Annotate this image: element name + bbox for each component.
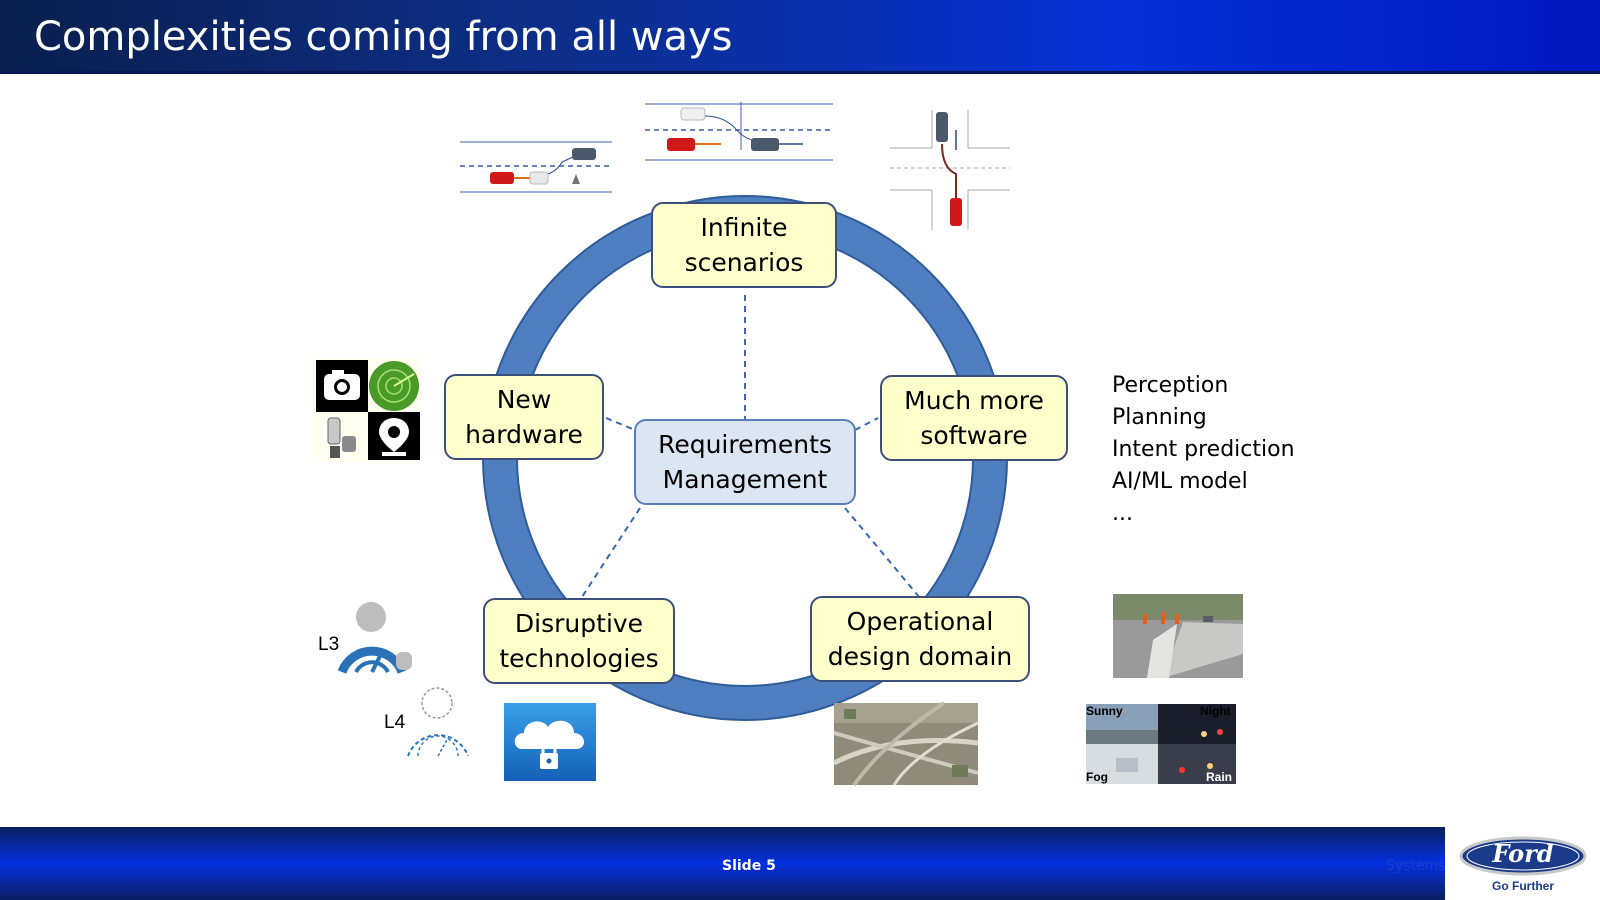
- footer-faint-text: Systems: [1386, 858, 1446, 874]
- lidar-icon: [327, 417, 356, 458]
- node-left-line1: New: [496, 385, 552, 414]
- car-scenario-icon: [890, 110, 1010, 230]
- software-item: Intent prediction: [1112, 437, 1295, 462]
- node-infinite-scenarios: Infinite scenarios: [651, 202, 837, 288]
- driver-l4-icon: [407, 687, 469, 757]
- car-scenario-icon: [645, 102, 833, 161]
- radar-icon: [369, 361, 419, 411]
- weather-fog-label: Fog: [1086, 770, 1108, 784]
- node-br-line1: Operational: [846, 607, 994, 636]
- software-item: Planning: [1112, 405, 1207, 430]
- node-right-line2: software: [920, 421, 1028, 450]
- node-br-line2: design domain: [827, 642, 1013, 671]
- slide-title: Complexities coming from all ways: [34, 14, 733, 60]
- weather-sunny-label: Sunny: [1086, 704, 1123, 718]
- node-operational-design-domain: Operational design domain: [810, 596, 1030, 682]
- car-scenario-icon: [460, 141, 612, 193]
- level-l3-label: L3: [318, 634, 340, 655]
- weather-grid-photo: [1086, 704, 1236, 784]
- center-line1: Requirements: [658, 430, 832, 459]
- software-item: Perception: [1112, 373, 1229, 398]
- title-bar: Complexities coming from all ways: [0, 0, 1600, 74]
- node-much-more-software: Much more software: [880, 375, 1068, 461]
- footer-bar: [0, 827, 1445, 900]
- node-new-hardware: New hardware: [444, 374, 604, 460]
- weather-night-label: Night: [1200, 704, 1231, 718]
- cloud-lock-icon: [504, 703, 596, 781]
- node-right-line1: Much more: [904, 386, 1044, 415]
- level-l4-label: L4: [384, 712, 406, 733]
- weather-rain-label: Rain: [1206, 770, 1233, 784]
- logo-tagline: Go Further: [1492, 879, 1554, 893]
- software-item: AI/ML model: [1112, 469, 1248, 494]
- node-bl-line2: technologies: [499, 644, 659, 673]
- highway-photo: [832, 701, 979, 787]
- center-line2: Management: [662, 465, 828, 494]
- node-bl-line1: Disruptive: [514, 609, 644, 638]
- node-top-line2: scenarios: [684, 248, 804, 277]
- node-left-line2: hardware: [465, 420, 583, 449]
- node-top-line1: Infinite: [700, 213, 788, 242]
- logo-wordmark: Ford: [1492, 839, 1554, 868]
- node-disruptive-technologies: Disruptive technologies: [483, 598, 675, 684]
- slide-number: Slide 5: [722, 858, 776, 874]
- sensor-icons: [312, 358, 422, 462]
- work-zone-photo: [1113, 594, 1243, 678]
- software-item: ...: [1112, 501, 1133, 526]
- location-pin-icon: [368, 412, 420, 460]
- driver-l3-icon: [337, 602, 412, 674]
- camera-icon: [316, 360, 368, 412]
- software-list: Perception Planning Intent prediction AI…: [1112, 370, 1295, 530]
